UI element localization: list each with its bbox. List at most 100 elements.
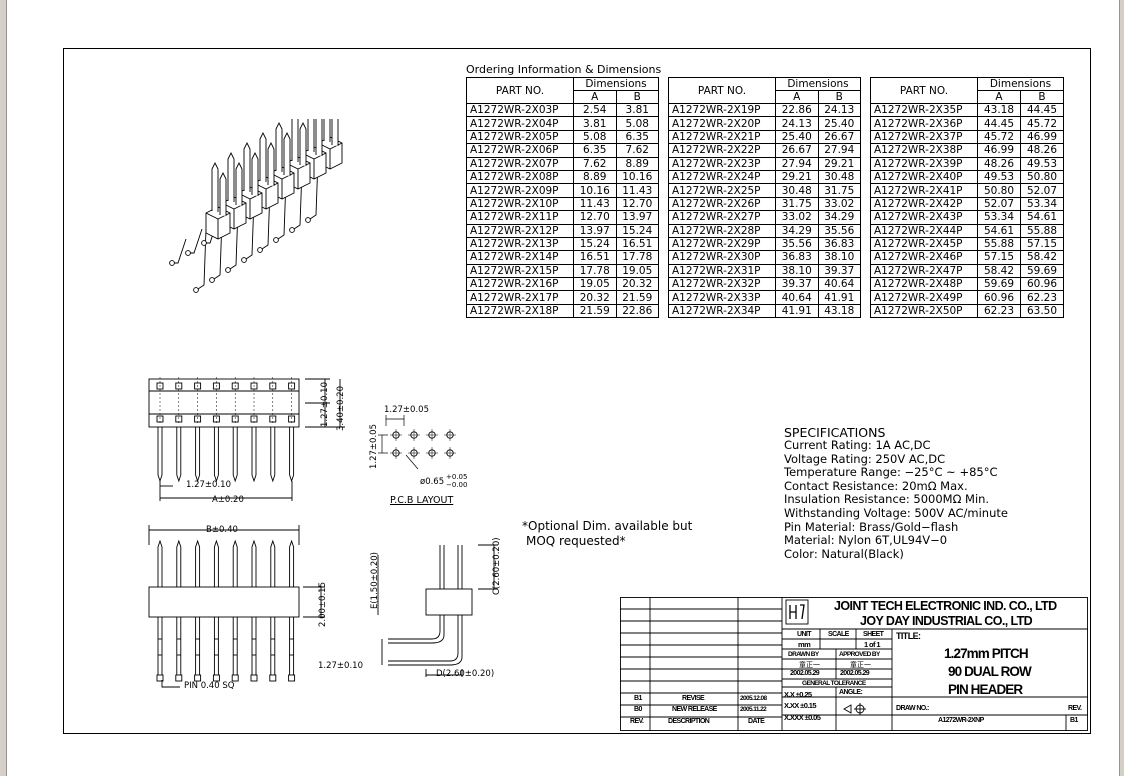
table-header-row: PART NO.Dimensions	[668, 77, 861, 104]
spec-line: Current Rating: 1A AC,DC	[784, 438, 931, 452]
dim-b-cell: 24.13	[817, 102, 861, 118]
sheet-value: 1 of 1	[864, 640, 881, 649]
dim-b-cell: 13.97	[615, 210, 659, 225]
dim-a-cell: 60.96	[977, 290, 1021, 305]
dim-a-cell: 3.81	[573, 116, 617, 131]
dim-b-cell: 57.15	[1020, 236, 1064, 252]
dim-a-cell: 2.54	[573, 102, 617, 118]
dim-a-cell: 20.32	[573, 290, 617, 305]
dim-a-cell: 48.26	[977, 156, 1021, 171]
part-no-header: PART NO.	[668, 77, 776, 104]
dim-a-cell: 54.61	[977, 223, 1021, 238]
revision-row-code: B1	[634, 695, 642, 702]
part-number-cell: A1272WR-2X05P	[466, 129, 574, 145]
front-width-dim: B±0.40	[206, 525, 238, 535]
spec-line: Contact Resistance: 20mΩ Max.	[784, 478, 968, 493]
revision-header-rev: REV.	[630, 718, 644, 725]
dim-b-cell: 34.29	[817, 210, 861, 225]
dim-a-cell: 29.21	[775, 169, 819, 185]
part-number-cell: A1272WR-2X37P	[870, 129, 978, 145]
tolerance-2: X.XX ±0.15	[784, 701, 816, 710]
dim-b-cell: 3.81	[615, 102, 659, 118]
dim-a-cell: 45.72	[977, 129, 1021, 145]
dim-a-cell: 26.67	[775, 143, 819, 158]
revision-row-code: B0	[634, 706, 642, 713]
dim-a-cell: 44.45	[977, 116, 1021, 131]
dim-a-cell: 19.05	[573, 277, 617, 292]
unit-label: UNIT	[797, 631, 812, 638]
dim-b-cell: 25.40	[817, 116, 861, 131]
part-number-cell: A1272WR-2X35P	[870, 102, 978, 118]
part-number-cell: A1272WR-2X40P	[870, 169, 978, 185]
part-number-cell: A1272WR-2X41P	[870, 183, 978, 198]
dim-a-cell: 53.34	[977, 210, 1021, 225]
dim-b-cell: 58.42	[1020, 250, 1064, 265]
dim-a-cell: 5.08	[573, 129, 617, 145]
part-number-cell: A1272WR-2X27P	[668, 210, 776, 225]
dim-b-cell: 11.43	[615, 183, 659, 198]
spec-line: Insulation Resistance: 5000MΩ Min.	[784, 492, 990, 507]
rev-value: B1	[1070, 717, 1078, 724]
specs-list: Current Rating: 1A AC,DC Voltage Rating:…	[784, 438, 1008, 561]
dim-a-cell: 46.99	[977, 143, 1021, 158]
part-number-cell: A1272WR-2X14P	[466, 250, 574, 265]
dim-b-cell: 41.91	[817, 290, 861, 305]
dim-b-cell: 35.56	[817, 223, 861, 238]
top-view	[148, 377, 345, 501]
pcb-pitch-x: 1.27±0.05	[384, 405, 429, 415]
dim-b-cell: 46.99	[1020, 129, 1064, 145]
spec-line: Withstanding Voltage: 500V AC/minute	[784, 505, 1008, 520]
part-no-header: PART NO.	[466, 77, 574, 104]
dim-a-cell: 35.56	[775, 236, 819, 252]
dim-a-cell: 12.70	[573, 210, 617, 225]
dim-a-cell: 62.23	[977, 303, 1021, 319]
drawn-by-name: 童正一	[799, 661, 820, 669]
dim-a-cell: 55.88	[977, 236, 1021, 252]
dim-b-cell: 55.88	[1020, 223, 1064, 238]
part-number-cell: A1272WR-2X49P	[870, 290, 978, 305]
dim-a-cell: 41.91	[775, 303, 819, 319]
part-number-cell: A1272WR-2X46P	[870, 250, 978, 265]
dim-b-cell: 26.67	[817, 129, 861, 145]
part-number-cell: A1272WR-2X25P	[668, 183, 776, 198]
dim-b-cell: 33.02	[817, 196, 861, 212]
pcb-layout	[378, 415, 456, 470]
dim-b-cell: 62.23	[1020, 290, 1064, 305]
part-number-cell: A1272WR-2X33P	[668, 290, 776, 305]
dim-b-cell: 63.50	[1020, 303, 1064, 319]
spec-line: Pin Material: Brass/Gold−flash	[784, 519, 959, 534]
dim-a-cell: 58.42	[977, 263, 1021, 279]
dimensions-header: Dimensions	[977, 77, 1064, 91]
tolerance-1: X.X ±0.25	[784, 690, 812, 699]
dim-b-cell: 16.51	[615, 236, 659, 252]
drawing-sheet: Ordering Information & Dimensions PART N…	[6, 0, 1120, 776]
dimensions-header: Dimensions	[775, 77, 861, 91]
part-number-cell: A1272WR-2X29P	[668, 236, 776, 252]
dim-b-cell: 54.61	[1020, 210, 1064, 225]
top-height-dim-1: 1.27±0.10	[320, 382, 330, 427]
title-line-1: 1.27mm PITCH	[944, 646, 1029, 661]
part-number-cell: A1272WR-2X44P	[870, 223, 978, 238]
dim-a-cell: 15.24	[573, 236, 617, 252]
dim-a-cell: 22.86	[775, 102, 819, 118]
dim-b-cell: 22.86	[615, 303, 659, 319]
scale-label: SCALE	[828, 631, 849, 638]
table-caption: Ordering Information & Dimensions	[466, 63, 662, 76]
part-number-cell: A1272WR-2X24P	[668, 169, 776, 185]
title-block-lines	[620, 597, 1088, 731]
